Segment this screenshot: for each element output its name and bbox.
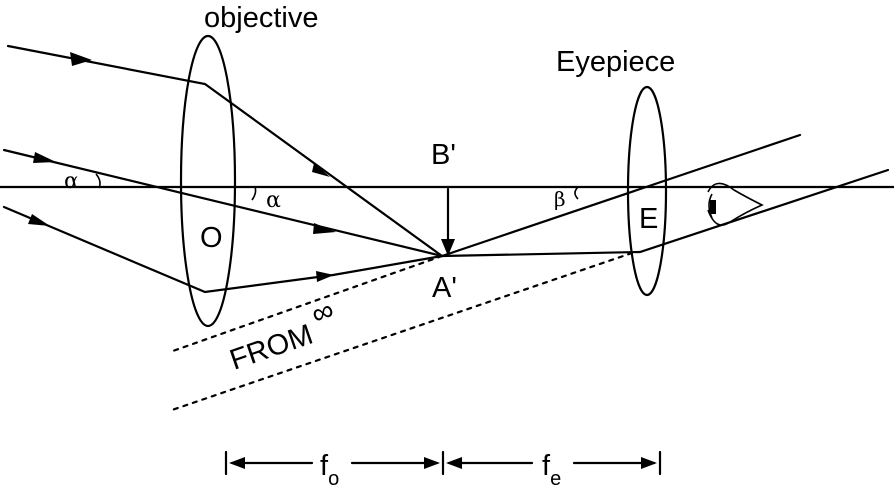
- alpha-left-label: α: [64, 169, 79, 194]
- fe-subscript: e: [550, 468, 561, 490]
- objective-label: objective: [204, 2, 318, 34]
- image-bottom-label: A': [432, 272, 457, 304]
- fo-label: fo: [320, 450, 339, 490]
- incoming-ray-bottom: [2, 205, 444, 294]
- angle-arc-alpha-left: [95, 173, 101, 189]
- incoming-ray-middle: [2, 148, 444, 258]
- ray-arrow-bottom-left: [28, 214, 50, 226]
- dotted-extension-upper: [168, 254, 444, 354]
- angle-arc-beta: [574, 186, 579, 200]
- fo-arrow-right: [424, 457, 440, 469]
- infinity-symbol: ∞: [307, 293, 338, 331]
- fo-subscript: o: [328, 468, 339, 490]
- image-top-label: B': [431, 139, 456, 171]
- dotted-extension-lower: [170, 251, 634, 412]
- ray-arrow-middle-left: [33, 152, 56, 163]
- angle-arc-alpha-right: [251, 186, 257, 201]
- alpha-right-label: α: [266, 188, 281, 213]
- eyepiece-label: Eyepiece: [556, 46, 675, 78]
- ray-arrow-top-left: [70, 52, 92, 66]
- incoming-ray-top: [6, 44, 444, 258]
- beta-label: β: [554, 187, 566, 211]
- ray-arrow-bottom-right: [316, 271, 334, 282]
- emergent-ray-upper: [440, 133, 802, 258]
- fe-main: f: [542, 450, 551, 482]
- fe-arrow-right: [641, 457, 657, 469]
- fo-main: f: [320, 450, 329, 482]
- eyepiece-lens: [626, 85, 668, 297]
- fo-arrow-left: [229, 457, 245, 469]
- objective-center-label: O: [200, 222, 223, 254]
- emergent-ray-lower: [440, 168, 890, 258]
- from-infinity-label: FROM ∞: [226, 293, 338, 376]
- image-arrow-head: [441, 239, 455, 256]
- eyepiece-center-label: E: [639, 203, 658, 235]
- fe-label: fe: [542, 450, 561, 490]
- objective-lens: [179, 34, 237, 328]
- ray-arrow-top-right: [312, 163, 330, 177]
- eye-icon: [707, 182, 764, 226]
- ray-arrow-middle-right: [313, 223, 336, 234]
- fe-arrow-left: [446, 457, 462, 469]
